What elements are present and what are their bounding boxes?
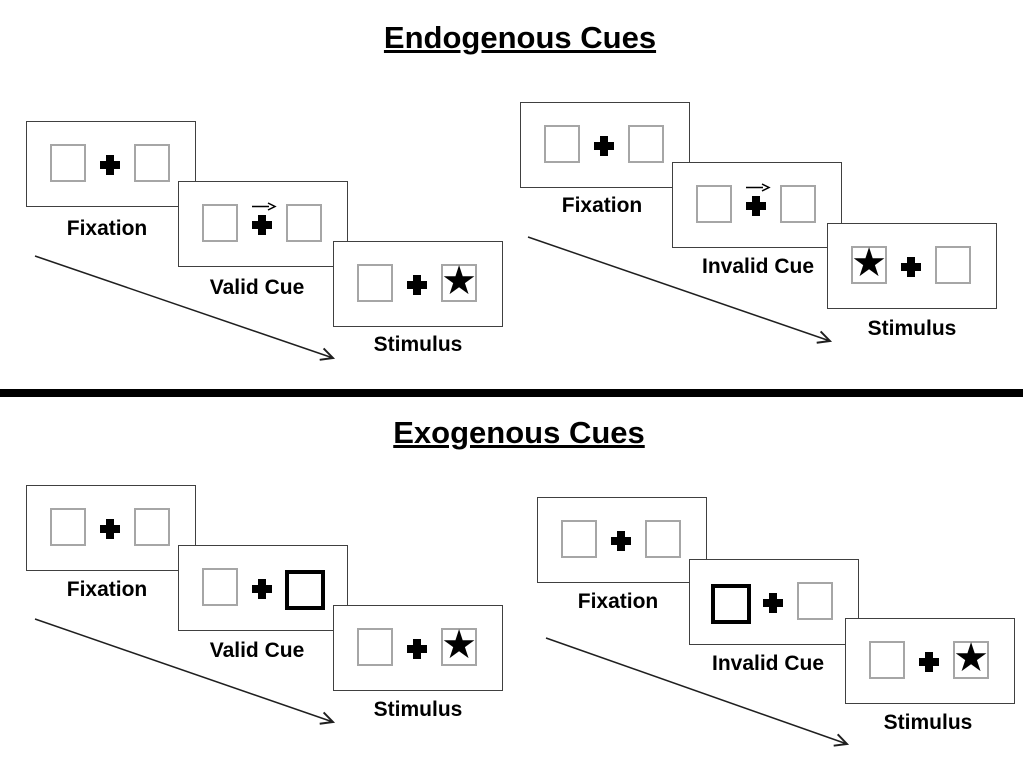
star-target-icon: ★ (441, 623, 477, 667)
trial-sequence-arrow (545, 637, 850, 747)
right-box-highlighted-cue (285, 570, 325, 610)
stage-label-cue: Valid Cue (209, 276, 305, 299)
left-box (357, 628, 393, 666)
left-box (50, 144, 86, 182)
right-box (645, 520, 681, 558)
stage-label-stimulus: Stimulus (867, 317, 957, 340)
left-box (50, 508, 86, 546)
left-box (561, 520, 597, 558)
fixation-cross-icon (919, 652, 939, 672)
fixation-cross-icon (252, 579, 272, 599)
stage-label-fixation: Fixation (561, 194, 643, 217)
stage-label-fixation: Fixation (66, 217, 148, 240)
fixation-cross-icon (901, 257, 921, 277)
fixation-panel (520, 102, 690, 188)
fixation-cross-icon (611, 531, 631, 551)
section-title-exogenous: Exogenous Cues (393, 415, 645, 450)
stage-label-stimulus: Stimulus (373, 333, 463, 356)
right-box (134, 508, 170, 546)
stimulus-panel: ★ (333, 605, 503, 691)
right-box (935, 246, 971, 284)
trial-sequence-arrow (34, 255, 336, 361)
fixation-cross-icon (407, 639, 427, 659)
right-box (780, 185, 816, 223)
cue-panel (672, 162, 842, 248)
right-box (628, 125, 664, 163)
left-box-with-target: ★ (851, 241, 887, 285)
fixation-cross-icon (746, 196, 766, 216)
fixation-panel (537, 497, 707, 583)
fixation-cross-icon (100, 519, 120, 539)
left-box-highlighted-cue (711, 584, 751, 624)
left-box (544, 125, 580, 163)
fixation-panel (26, 485, 196, 571)
right-box-with-target: ★ (953, 636, 989, 680)
stimulus-panel: ★ (827, 223, 997, 309)
section-title-endogenous: Endogenous Cues (383, 20, 657, 55)
fixation-cross-icon (763, 593, 783, 613)
fixation-cross-icon (407, 275, 427, 295)
stage-label-cue: Valid Cue (209, 639, 305, 662)
stage-label-fixation: Fixation (577, 590, 659, 613)
stimulus-panel: ★ (333, 241, 503, 327)
right-box (286, 204, 322, 242)
stage-label-stimulus: Stimulus (883, 711, 973, 734)
trial-sequence-arrow (527, 236, 833, 344)
fixation-cross-icon (252, 215, 272, 235)
star-target-icon: ★ (953, 636, 989, 680)
star-target-icon: ★ (441, 259, 477, 303)
cue-panel (689, 559, 859, 645)
fixation-cross-icon (594, 136, 614, 156)
star-target-icon: ★ (851, 241, 887, 285)
left-box (357, 264, 393, 302)
trial-sequence-arrow (34, 618, 336, 725)
stage-label-cue: Invalid Cue (711, 652, 825, 675)
cue-panel (178, 545, 348, 631)
cue-panel (178, 181, 348, 267)
right-box (797, 582, 833, 620)
stage-label-cue: Invalid Cue (701, 255, 815, 278)
left-box (202, 568, 238, 606)
stage-label-fixation: Fixation (66, 578, 148, 601)
right-box-with-target: ★ (441, 259, 477, 303)
stimulus-panel: ★ (845, 618, 1015, 704)
right-arrow-icon (252, 202, 277, 211)
fixation-cross-icon (100, 155, 120, 175)
stage-label-stimulus: Stimulus (373, 698, 463, 721)
left-box (202, 204, 238, 242)
fixation-panel (26, 121, 196, 207)
right-box-with-target: ★ (441, 623, 477, 667)
left-box (696, 185, 732, 223)
section-divider (0, 389, 1023, 397)
left-box (869, 641, 905, 679)
right-arrow-icon (746, 183, 771, 192)
right-box (134, 144, 170, 182)
